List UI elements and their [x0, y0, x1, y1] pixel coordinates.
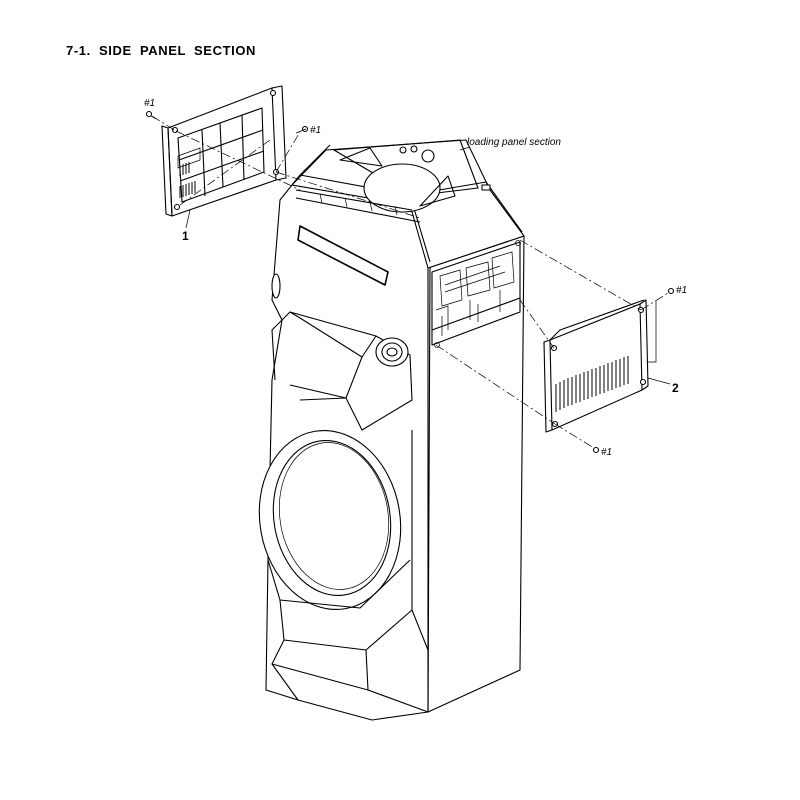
- panel-1-barcode-hatch: [177, 147, 201, 198]
- alignment-lines: [151, 115, 669, 449]
- part-number-1: 1: [182, 229, 189, 243]
- screw-ref-label-top-left: #1: [144, 98, 155, 109]
- page-title: 7-1. SIDE PANEL SECTION: [66, 43, 257, 58]
- screw-1-top-left: [145, 110, 157, 120]
- screw-1-bottom-right: [592, 446, 600, 454]
- side-panel-right: [543, 299, 671, 433]
- speaker-tower-body: [258, 139, 525, 721]
- screw-1-far-right: [667, 287, 675, 295]
- loading-panel-section-label: loading panel section: [467, 137, 561, 148]
- part-number-2: 2: [672, 381, 679, 395]
- screw-1-right-upper: [301, 125, 309, 133]
- screw-ref-label-far-right: #1: [676, 285, 687, 296]
- panel-2-vent-slots: [555, 356, 629, 412]
- side-panel-left: [161, 85, 287, 229]
- screw-ref-label-bottom-right: #1: [601, 447, 612, 458]
- screw-ref-label-right-upper: #1: [310, 125, 321, 136]
